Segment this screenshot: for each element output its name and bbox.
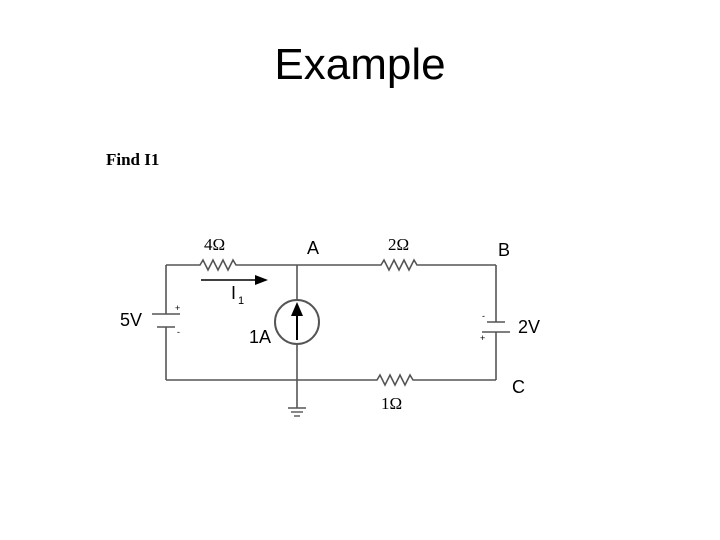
source-right-label: 2V (518, 317, 540, 337)
slide-title: Example (274, 40, 446, 89)
current-source-arrowhead-icon (291, 302, 303, 316)
resistor-left-label: 4Ω (204, 235, 225, 254)
battery-2v-minus-sign: - (482, 311, 485, 321)
battery-5v-plus-sign: + (175, 303, 180, 313)
battery-5v-minus-sign: - (177, 327, 180, 337)
node-b-label: B (498, 240, 510, 260)
source-left-label: 5V (120, 310, 142, 330)
battery-2v-plus-sign: + (480, 333, 485, 343)
resistor-top-label: 2Ω (388, 235, 409, 254)
current-arrowhead-icon (255, 275, 268, 285)
node-a-label: A (307, 238, 319, 258)
resistor-bottom-label: 1Ω (381, 394, 402, 413)
bottom-wire (166, 373, 496, 387)
current-label: I (231, 283, 236, 303)
problem-prompt: Find I1 (106, 150, 160, 169)
node-c-label: C (512, 377, 525, 397)
top-wire (166, 258, 496, 272)
current-source-label: 1A (249, 327, 271, 347)
current-source-circle (274, 299, 320, 345)
current-subscript: 1 (238, 295, 244, 307)
